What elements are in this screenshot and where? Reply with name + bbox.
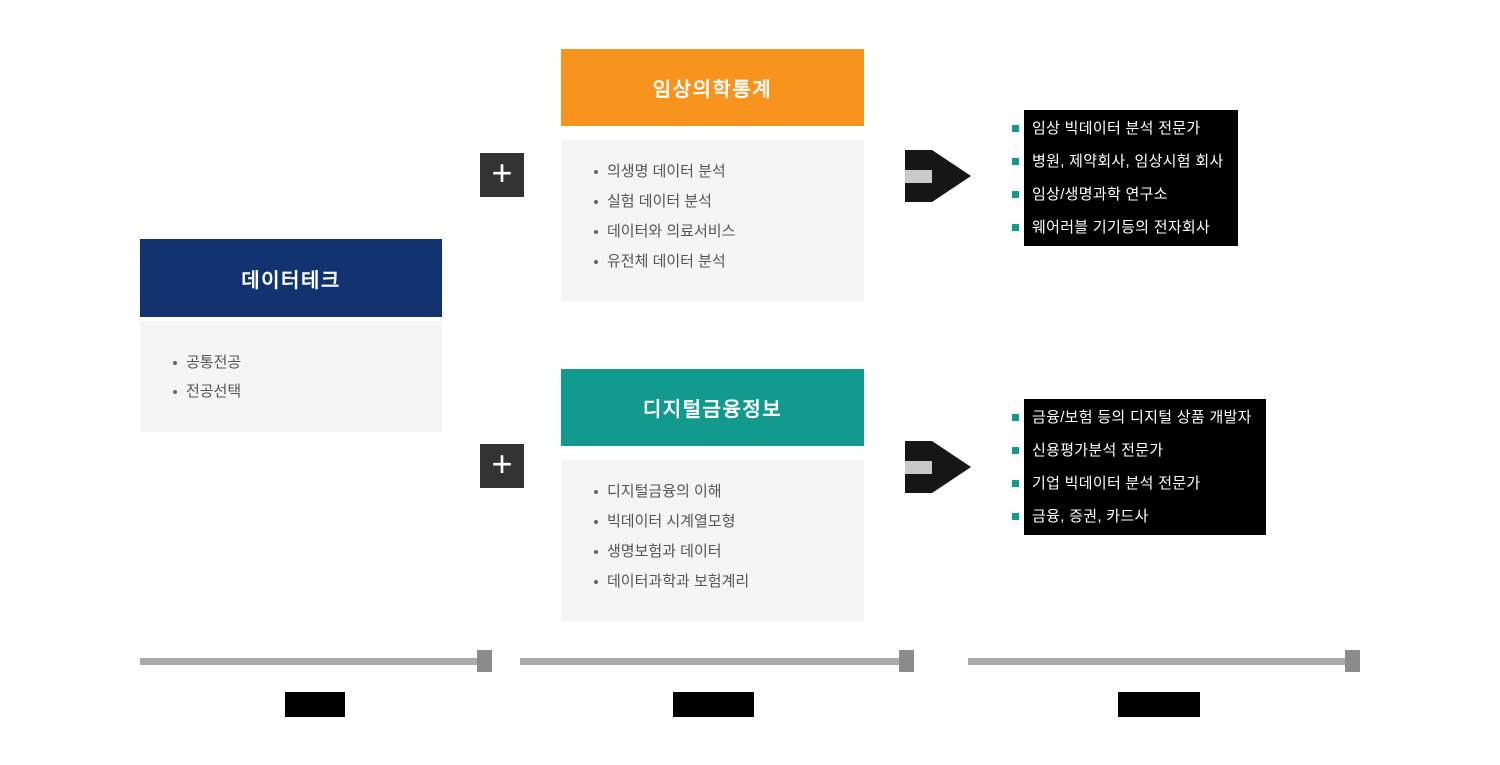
major-title: 데이터테크 (241, 269, 341, 292)
timeline-bar-end (477, 650, 492, 672)
plus-glyph: + (491, 152, 513, 193)
plus-icon: + (480, 444, 524, 488)
timeline-bar (520, 658, 899, 665)
track-title-box-clinical: 임상의학통계 (561, 49, 864, 126)
course-item: 빅데이터 시계열모형 (594, 507, 864, 537)
step-label-box (673, 692, 754, 717)
arrow-right-icon (905, 441, 971, 493)
career-item: 임상 빅데이터 분석 전문가 (1012, 112, 1224, 145)
step-label-box (285, 692, 345, 717)
track-title: 디지털금융정보 (642, 399, 783, 421)
arrow-right-icon (905, 150, 971, 202)
track-title: 임상의학통계 (652, 79, 773, 101)
course-item: 데이터과학과 보험계리 (594, 567, 864, 597)
career-item: 신용평가분석 전문가 (1012, 434, 1252, 467)
timeline-bar (140, 658, 477, 665)
course-item: 전공선택 (173, 377, 442, 406)
course-item: 의생명 데이터 분석 (594, 157, 864, 187)
track-title-box-finance: 디지털금융정보 (561, 369, 864, 446)
step-label-box (1118, 692, 1200, 717)
course-item: 생명보험과 데이터 (594, 537, 864, 567)
plus-glyph: + (491, 443, 513, 484)
major-title-box: 데이터테크 (140, 239, 442, 317)
course-item: 실험 데이터 분석 (594, 187, 864, 217)
career-item: 임상/생명과학 연구소 (1012, 178, 1224, 211)
career-item: 웨어러블 기기등의 전자회사 (1012, 211, 1224, 244)
course-item: 데이터와 의료서비스 (594, 217, 864, 247)
course-item: 공통전공 (173, 348, 442, 377)
career-item: 병원, 제약회사, 임상시험 회사 (1012, 145, 1224, 178)
timeline-bar-end (1345, 650, 1360, 672)
career-item: 금융/보험 등의 디지털 상품 개발자 (1012, 401, 1252, 434)
course-item: 유전체 데이터 분석 (594, 247, 864, 277)
course-item: 디지털금융의 이해 (594, 477, 864, 507)
timeline-bar (968, 658, 1345, 665)
career-item: 기업 빅데이터 분석 전문가 (1012, 467, 1252, 500)
plus-icon: + (480, 153, 524, 197)
timeline-bar-end (899, 650, 914, 672)
career-item: 금융, 증권, 카드사 (1012, 500, 1252, 533)
